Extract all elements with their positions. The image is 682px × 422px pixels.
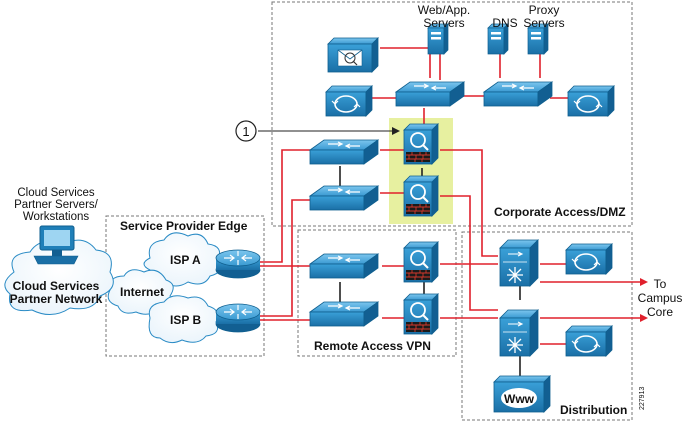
ips-icon [567, 85, 615, 117]
switch-icon [309, 253, 379, 279]
layer3-switch-icon [499, 239, 539, 287]
links [258, 47, 648, 378]
campus-core-label-2: Campus [638, 291, 682, 305]
cloud-network-label-1: Cloud Services [13, 279, 100, 293]
isp-b-label: ISP B [170, 313, 201, 327]
remote-vpn-zone [297, 229, 457, 357]
firewall-icon [403, 293, 439, 335]
sp-edge-zone-label: Service Provider Edge [120, 219, 248, 233]
firewall-icon [403, 241, 439, 283]
web-app-servers-label-2: Servers [423, 16, 464, 30]
ips-icon [565, 325, 613, 357]
switch-icon [483, 81, 553, 107]
internet-cloud [107, 232, 222, 344]
layer3-switch-icon [499, 309, 539, 357]
distribution-zone [461, 231, 633, 421]
campus-core-label-1: To [654, 277, 667, 291]
svg-text:Www: Www [504, 392, 535, 406]
figure-id: 227913 [639, 387, 646, 410]
ips-icon [565, 243, 613, 275]
switch-icon [309, 185, 379, 211]
callout-circle [235, 120, 257, 142]
campus-core-label-3: Core [647, 305, 673, 319]
ips-icon [325, 85, 373, 117]
callout-number: 1 [242, 124, 249, 139]
isp-a-label: ISP A [170, 253, 201, 267]
content-engine-icon [327, 37, 379, 73]
web-icon: Www [493, 375, 551, 413]
cloud-caption-3: Workstations [23, 211, 90, 223]
router-icon [215, 303, 261, 333]
corporate-zone-label: Corporate Access/DMZ [494, 205, 626, 219]
internet-label: Internet [120, 285, 164, 299]
proxy-servers-label-1: Proxy [529, 3, 560, 17]
switch-icon [395, 81, 465, 107]
proxy-servers-label-2: Servers [523, 16, 564, 30]
cloud-caption-1: Cloud Services [17, 187, 95, 199]
distribution-zone-label: Distribution [560, 403, 627, 417]
switch-icon [309, 139, 379, 165]
dns-label: DNS [492, 16, 517, 30]
router-icon [215, 249, 261, 279]
firewall-icon [403, 123, 439, 165]
firewall-icon [403, 175, 439, 217]
switch-icon [309, 301, 379, 327]
cloud-caption-2: Partner Servers/ [14, 199, 99, 211]
cloud-network-label-2: Partner Network [10, 292, 103, 306]
corporate-zone [271, 1, 633, 227]
web-app-servers-label-1: Web/App. [418, 3, 470, 17]
workstation-icon [33, 225, 79, 265]
remote-vpn-zone-label: Remote Access VPN [314, 339, 431, 353]
